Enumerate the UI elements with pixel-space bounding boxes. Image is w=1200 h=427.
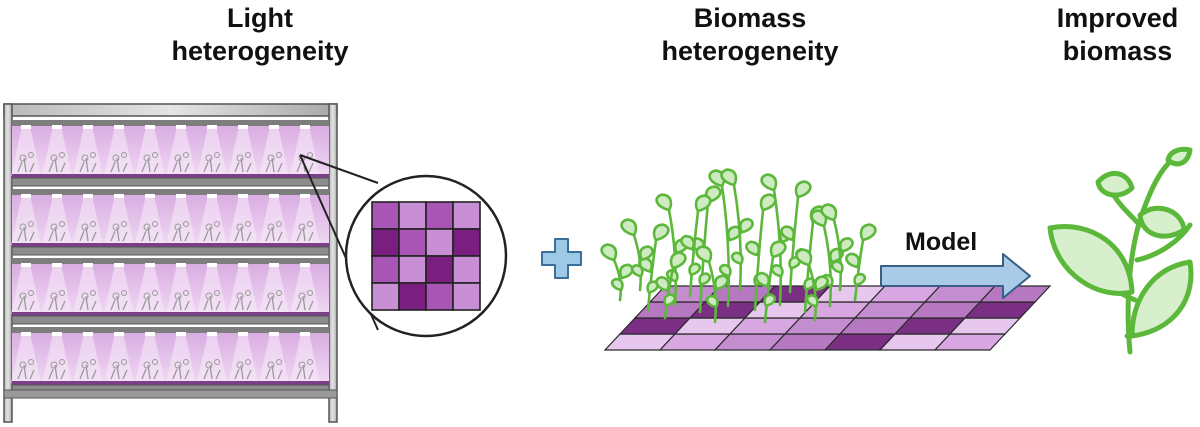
shelf-tier [11, 189, 330, 256]
seedling [755, 240, 787, 324]
light-intensity-grid [371, 201, 481, 311]
seedling [638, 223, 670, 312]
seedling [720, 168, 754, 292]
grid-cell [425, 282, 454, 311]
grid-cell [452, 282, 481, 311]
vertical-farm-shelf-icon [3, 103, 338, 423]
magnifier-grid-icon [299, 154, 508, 338]
grid-cell [398, 282, 427, 311]
grid-cell [371, 201, 400, 230]
seedling [655, 251, 687, 320]
grid-cell [371, 255, 400, 284]
seedling [780, 180, 812, 294]
grid-cell [425, 255, 454, 284]
shelf-tier [11, 327, 330, 394]
grid-cell [425, 228, 454, 257]
model-label: Model [905, 228, 978, 256]
title-biomass-heterogeneity: Biomass heterogeneity [661, 3, 839, 66]
shelf-tier [11, 120, 330, 187]
seedling [680, 194, 712, 298]
seedling [695, 245, 729, 324]
grid-cell [398, 255, 427, 284]
grid-cell [452, 255, 481, 284]
grid-cell [398, 201, 427, 230]
grid-cell [398, 228, 427, 257]
seedling [845, 223, 877, 302]
plant-icon [1047, 146, 1194, 355]
seedling [620, 218, 654, 292]
arrow-right-icon [880, 253, 1031, 299]
seedling [795, 248, 829, 322]
grid-cell [371, 228, 400, 257]
grid-cell [452, 228, 481, 257]
seedling [600, 243, 634, 302]
plus-icon [541, 238, 582, 279]
plant-field-icon [600, 168, 1052, 351]
grid-cell [371, 282, 400, 311]
title-light-heterogeneity: Light heterogeneity [171, 3, 349, 66]
title-improved-biomass: Improved biomass [1056, 3, 1179, 66]
grid-cell [452, 201, 481, 230]
seedling [820, 203, 854, 292]
grid-cell [425, 201, 454, 230]
shelf-tier [11, 258, 330, 325]
